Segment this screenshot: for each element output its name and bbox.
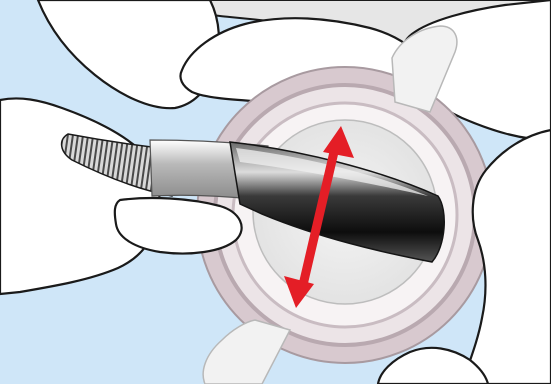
glove-fingertip-lower [115, 198, 242, 254]
